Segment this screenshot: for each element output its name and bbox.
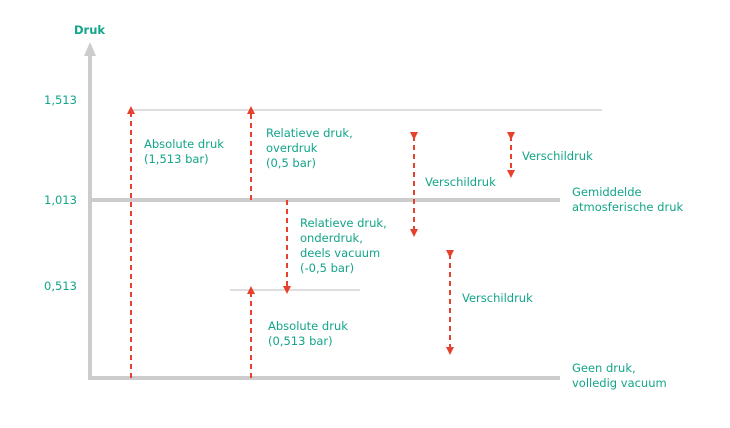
tick-label-0513: 0,513 bbox=[44, 279, 77, 293]
tick-label-1513: 1,513 bbox=[44, 93, 77, 107]
relative-under-label: Relatieve druk, onderdruk, deels vacuum … bbox=[300, 216, 390, 275]
absolute-low-label: Absolute druk (0,513 bar) bbox=[268, 319, 352, 348]
y-axis-arrow-icon bbox=[84, 42, 96, 56]
difference-label-1: Verschildruk bbox=[425, 175, 496, 189]
absolute-high-label: Absolute druk (1,513 bar) bbox=[144, 137, 228, 166]
relative-over-label: Relatieve druk, overdruk (0,5 bar) bbox=[266, 126, 356, 170]
difference-label-3: Verschildruk bbox=[462, 291, 533, 305]
difference-label-2: Verschildruk bbox=[522, 149, 593, 163]
y-axis-label: Druk bbox=[74, 23, 105, 37]
tick-label-1013: 1,013 bbox=[44, 193, 77, 207]
atmospheric-label: Gemiddelde atmosferische druk bbox=[572, 185, 683, 214]
vacuum-label: Geen druk, volledig vacuum bbox=[572, 361, 667, 390]
